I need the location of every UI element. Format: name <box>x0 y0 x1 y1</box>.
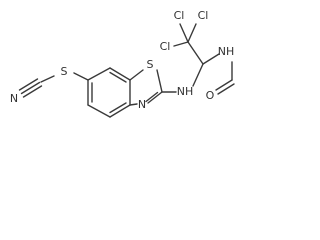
bond-layer <box>18 23 235 118</box>
atom-cl-bottom: Cl <box>160 40 171 53</box>
atom-ring-n: N <box>138 98 146 111</box>
bond-benz-6 <box>87 67 111 81</box>
bond-benz-2 <box>87 104 111 118</box>
bond-c-s <box>40 75 55 83</box>
atom-cl-top-left: Cl <box>174 9 185 22</box>
bond-benz-5-inner <box>109 71 127 83</box>
bond-benz-3-inner <box>109 102 127 114</box>
bond-thz-3-inner <box>145 91 159 103</box>
bond-s-ring <box>73 72 89 81</box>
bond-benz-3 <box>109 104 131 118</box>
bond-ch-nh <box>202 53 220 65</box>
bond-thz-1 <box>129 69 144 81</box>
molecule-structure: N S S N NH NH O Cl Cl Cl <box>10 9 235 118</box>
bond-c-cl-right <box>187 23 197 43</box>
bond-benz-5 <box>109 67 131 81</box>
bond-thz-3 <box>147 91 163 104</box>
bond-nitrile-3 <box>22 85 43 98</box>
bond-thz-2 <box>156 69 163 93</box>
bond-c-o-1 <box>215 79 233 91</box>
atom-thio-s: S <box>61 65 68 78</box>
atom-ring-s: S <box>147 58 154 71</box>
atom-amine-nh-1: NH <box>177 85 194 98</box>
bond-nitrile-2 <box>20 81 41 95</box>
atom-carbonyl-o: O <box>206 89 215 102</box>
atom-cl-top-right: Cl <box>198 9 209 22</box>
bond-nitrile-1 <box>18 78 39 91</box>
atom-label-layer: N S S N NH NH O Cl Cl Cl <box>10 9 234 111</box>
bond-ch-ccl3 <box>187 41 204 65</box>
bond-c-cl-bottom <box>173 41 189 47</box>
bond-c-cl-left <box>179 23 189 43</box>
bond-c-o-2 <box>217 83 235 95</box>
atom-amine-nh-2: NH <box>218 45 235 58</box>
atom-nitrile-n: N <box>10 92 18 105</box>
bond-thz-4 <box>129 103 138 106</box>
bond-nh-ch <box>192 63 204 87</box>
